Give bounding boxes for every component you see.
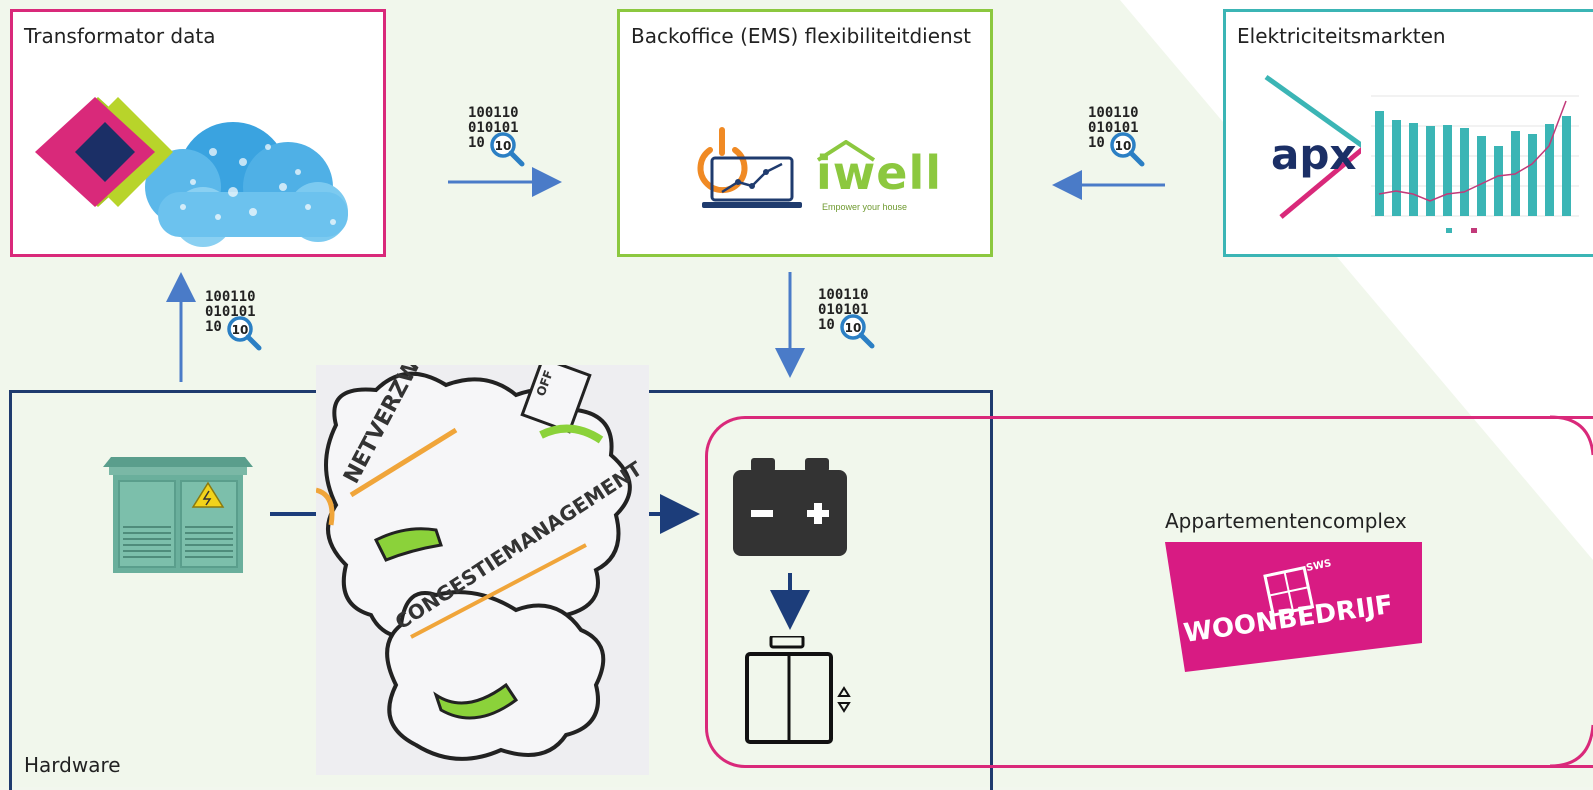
- binary-line-3: 10: [818, 317, 835, 333]
- backoffice-title: Backoffice (EMS) flexibiliteitdienst: [631, 24, 971, 48]
- woonbedrijf-logo-small: SWS: [1305, 558, 1332, 574]
- binary-line-1: 100110: [1088, 105, 1139, 121]
- stedin-cloud-icon: [35, 97, 348, 247]
- sketch-photo: NETVERZWARING CONGESTIEMANAGEMENT OFF: [316, 365, 649, 775]
- hardware-title: Hardware: [24, 753, 121, 777]
- binary-line-3: 10: [205, 319, 222, 335]
- transformer-station-icon: [103, 457, 253, 573]
- market-bar-chart-icon: [1361, 76, 1586, 244]
- data-icon-transformator-backoffice: 100110 010101 10 10: [468, 106, 538, 186]
- switch-icon: [745, 636, 851, 744]
- binary-line-2: 010101: [205, 304, 256, 320]
- sketch-drawing: NETVERZWARING CONGESTIEMANAGEMENT OFF: [316, 365, 649, 775]
- svg-text:10: 10: [232, 323, 249, 337]
- apx-logo-mark: [1264, 74, 1373, 219]
- magnifier-icon: 10: [840, 314, 875, 349]
- apx-logo-text: apx: [1271, 130, 1357, 179]
- laptop-power-icon: [697, 127, 802, 208]
- transformator-data-box: Transformator data: [10, 9, 386, 257]
- transformator-data-title: Transformator data: [24, 24, 216, 48]
- markets-title: Elektriciteitsmarkten: [1237, 24, 1446, 48]
- binary-line-1: 100110: [468, 105, 519, 121]
- binary-line-3: 10: [468, 135, 485, 151]
- backoffice-box: Backoffice (EMS) flexibiliteitdienst iwe…: [617, 9, 993, 257]
- house-roof-icon: [816, 140, 876, 162]
- woonbedrijf-logo: SWS WOONBEDRIJF: [1165, 542, 1422, 672]
- apartment-complex-title: Appartementencomplex: [1165, 509, 1407, 533]
- iwell-logo-text: iwell: [816, 146, 942, 200]
- binary-line-1: 100110: [818, 287, 869, 303]
- svg-text:10: 10: [495, 139, 512, 153]
- markets-box: Elektriciteitsmarkten apx: [1223, 9, 1593, 257]
- binary-line-2: 010101: [468, 120, 519, 136]
- battery-icon: [733, 458, 847, 556]
- iwell-tagline: Empower your house: [822, 202, 908, 212]
- binary-line-1: 100110: [205, 289, 256, 305]
- svg-text:10: 10: [1115, 139, 1132, 153]
- svg-text:10: 10: [845, 321, 862, 335]
- magnifier-icon: 10: [490, 132, 525, 167]
- binary-line-3: 10: [1088, 135, 1105, 151]
- data-icon-markets-backoffice: 100110 010101 10 10: [1088, 106, 1158, 186]
- magnifier-icon: 10: [227, 316, 262, 351]
- magnifier-icon: 10: [1110, 132, 1145, 167]
- binary-line-2: 010101: [818, 302, 869, 318]
- apartment-complex-box: [705, 416, 1593, 768]
- binary-line-2: 010101: [1088, 120, 1139, 136]
- data-icon-backoffice-hardware: 100110 010101 10 10: [818, 288, 888, 368]
- data-icon-hardware-transformator: 100110 010101 10 10: [205, 290, 275, 370]
